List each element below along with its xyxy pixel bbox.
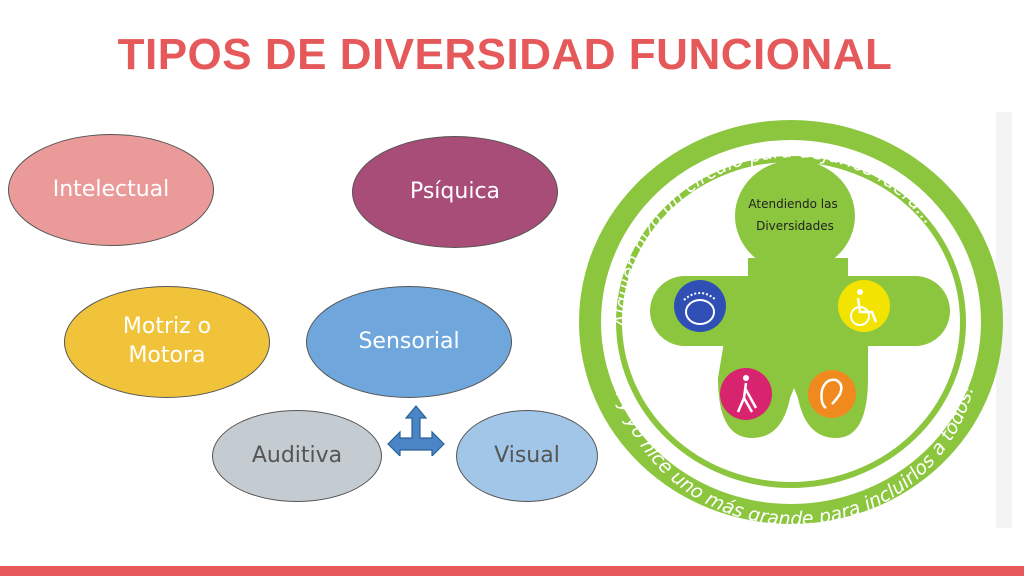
node-visual: Visual xyxy=(456,410,598,502)
node-motriz: Motriz o Motora xyxy=(64,286,270,398)
node-label-auditiva: Auditiva xyxy=(251,442,343,468)
blind-face-icon xyxy=(674,280,726,332)
node-label-psiquica: Psíquica xyxy=(409,178,501,204)
branch-arrow-icon xyxy=(387,405,445,456)
wheelchair-icon xyxy=(838,280,890,332)
inner-ring xyxy=(616,156,966,488)
node-label-sensorial: Sensorial xyxy=(358,328,460,354)
slide-title: TIPOS DE DIVERSIDAD FUNCIONAL xyxy=(117,30,893,79)
deaf-ear-icon xyxy=(808,370,856,418)
node-label-visual: Visual xyxy=(494,442,560,468)
node-auditiva: Auditiva xyxy=(212,410,382,502)
node-sensorial: Sensorial xyxy=(306,286,512,398)
blind-walker-icon xyxy=(720,368,772,420)
node-label-motriz: Motriz o Motora xyxy=(122,314,212,368)
node-intelectual: Intelectual xyxy=(8,134,214,246)
diversity-logo: Alguien hizo un círculo para dejarlos fu… xyxy=(579,112,1012,530)
paper-edge xyxy=(996,112,1012,528)
head-text: Atendiendo las Diversidades xyxy=(748,197,841,233)
node-psiquica: Psíquica xyxy=(352,136,558,248)
figure-head xyxy=(735,160,855,272)
bottom-accent-bar xyxy=(0,566,1024,576)
node-label-intelectual: Intelectual xyxy=(52,176,170,202)
